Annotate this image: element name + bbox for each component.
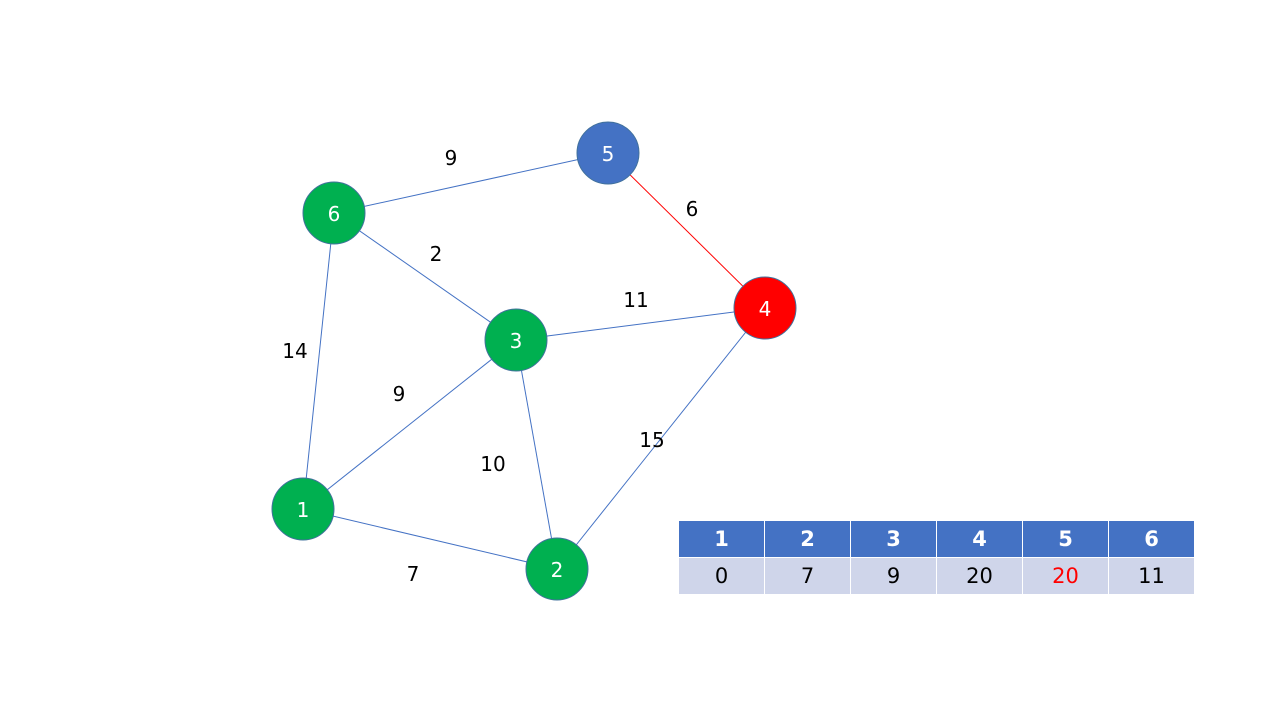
- node-label-6: 6: [328, 202, 341, 226]
- table-value-2: 7: [764, 557, 851, 595]
- node-6: 6: [302, 181, 366, 245]
- table-header-6: 6: [1108, 520, 1195, 558]
- node-label-5: 5: [602, 142, 615, 166]
- table-value-6: 11: [1108, 557, 1195, 595]
- table-header-5: 5: [1022, 520, 1109, 558]
- edge-6-3: [333, 212, 517, 341]
- nodes-layer: 1 2 3 4 5 6: [271, 121, 797, 601]
- node-3: 3: [484, 308, 548, 372]
- edge-weight-6-5: 9: [445, 146, 458, 170]
- node-circle-4: [733, 276, 797, 340]
- edge-4-2: [556, 307, 766, 570]
- edge-weight-1-2: 7: [407, 562, 420, 586]
- edge-weight-3-4: 11: [623, 288, 648, 312]
- node-circle-2: [525, 537, 589, 601]
- edge-1-2: [302, 508, 558, 570]
- node-circle-6: [302, 181, 366, 245]
- node-circle-1: [271, 477, 335, 541]
- edge-weight-5-4: 6: [686, 197, 699, 221]
- edge-5-4: [607, 152, 766, 309]
- edge-weight-3-2: 10: [480, 452, 505, 476]
- table-value-5: 20: [1022, 557, 1109, 595]
- table-header-2: 2: [764, 520, 851, 558]
- node-label-1: 1: [297, 498, 310, 522]
- edges-layer: [302, 152, 766, 570]
- edge-1-3: [302, 339, 517, 510]
- node-circle-3: [484, 308, 548, 372]
- table-header-4: 4: [936, 520, 1023, 558]
- node-circle-5: [576, 121, 640, 185]
- edge-weight-1-3: 9: [393, 382, 406, 406]
- node-label-2: 2: [551, 558, 564, 582]
- edge-weight-4-2: 15: [639, 428, 664, 452]
- edge-6-1: [302, 212, 335, 510]
- edge-weight-6-1: 14: [282, 339, 307, 363]
- node-5: 5: [576, 121, 640, 185]
- edge-weight-6-3: 2: [430, 242, 443, 266]
- node-label-3: 3: [510, 329, 523, 353]
- edge-6-5: [333, 152, 609, 214]
- table-value-4: 20: [936, 557, 1023, 595]
- table-value-3: 9: [850, 557, 937, 595]
- node-label-4: 4: [759, 297, 772, 321]
- edge-3-2: [515, 339, 558, 570]
- node-4: 4: [733, 276, 797, 340]
- node-1: 1: [271, 477, 335, 541]
- table-header-3: 3: [850, 520, 937, 558]
- table-header-1: 1: [678, 520, 765, 558]
- edge-labels-layer: 9 6 2 11 14 9 10 15 7: [282, 146, 698, 586]
- node-2: 2: [525, 537, 589, 601]
- table-value-1: 0: [678, 557, 765, 595]
- edge-3-4: [515, 307, 766, 341]
